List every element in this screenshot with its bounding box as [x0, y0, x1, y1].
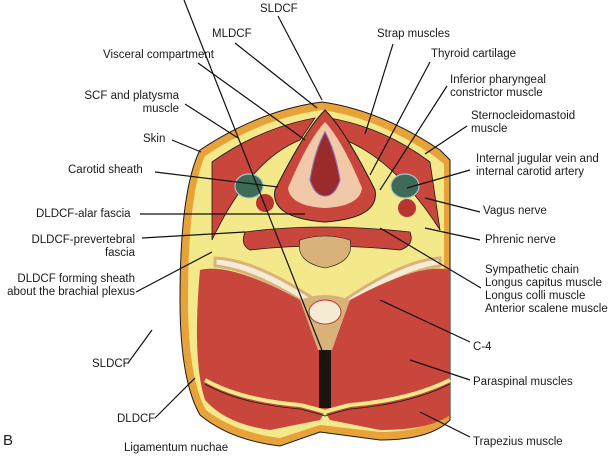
label-sldcf-top: SLDCF: [260, 3, 298, 15]
label-anterior-scalene: Anterior scalene muscle: [485, 303, 608, 315]
label-dldcf-prevertebral: DLDCF-prevertebral fascia: [20, 234, 135, 260]
leader-lines: [127, 0, 482, 438]
label-longus-colli: Longus colli muscle: [485, 290, 586, 302]
internal-jugular-vein-right: [390, 173, 420, 199]
label-scf-platysma-line2: muscle: [142, 103, 179, 115]
label-dldcf-brachial-line2: about the brachial plexus: [7, 286, 135, 298]
label-skin: Skin: [143, 133, 166, 145]
label-strap-muscles: Strap muscles: [377, 28, 450, 40]
label-inferior-pharyngeal-line1: Inferior pharyngeal: [450, 74, 546, 86]
label-sternocleidomastoid: Sternocleidomastoid muscle: [471, 110, 575, 136]
label-dldcf-alar: DLDCF-alar fascia: [36, 208, 131, 220]
label-scm-line2: muscle: [471, 123, 508, 135]
carotid-artery-right: [398, 199, 416, 217]
internal-jugular-vein-left: [234, 173, 264, 199]
label-c4: C-4: [473, 341, 492, 353]
label-ijv-line2: internal carotid artery: [476, 166, 585, 178]
label-ijv-line1: Internal jugular vein and: [476, 153, 599, 165]
vertebral-body: [298, 235, 352, 269]
label-sympathetic-chain: Sympathetic chain: [485, 264, 579, 276]
trapezius-fascia: [204, 378, 451, 415]
label-sldcf-bottom: SLDCF: [92, 358, 130, 370]
label-internal-jugular-carotid: Internal jugular vein and internal carot…: [476, 153, 599, 179]
spinal-canal: [308, 299, 342, 325]
label-vagus-nerve: Vagus nerve: [483, 205, 547, 217]
label-dldcf-prevertebral-line1: DLDCF-prevertebral: [31, 234, 135, 246]
ligamentum-nuchae: [319, 350, 331, 408]
label-dldcf-bottom: DLDCF: [117, 413, 156, 425]
label-paraspinal-muscles: Paraspinal muscles: [473, 376, 573, 388]
label-dldcf-prevertebral-line2: fascia: [104, 247, 135, 259]
label-longus-capitus: Longus capitus muscle: [485, 277, 602, 289]
label-dldcf-brachial-line1: DLDCF forming sheath: [17, 273, 135, 285]
label-prevertebral-group: Sympathetic chain Longus capitus muscle …: [485, 264, 608, 316]
label-scf-platysma-line1: SCF and platysma: [84, 90, 179, 102]
label-carotid-sheath: Carotid sheath: [68, 164, 143, 176]
label-trapezius-muscle: Trapezius muscle: [473, 436, 563, 448]
sternocleidomastoid-left: [211, 117, 316, 241]
trapezius-outline: [204, 383, 451, 417]
label-ligamentum-nuchae: Ligamentum nuchae: [124, 442, 229, 454]
carotid-artery-left: [256, 194, 274, 212]
pharynx-lumen: [309, 130, 341, 197]
label-scf-platysma: SCF and platysma muscle: [78, 90, 179, 116]
label-phrenic-nerve: Phrenic nerve: [485, 234, 556, 246]
label-inferior-pharyngeal: Inferior pharyngeal constrictor muscle: [450, 74, 546, 100]
label-dldcf-brachial-sheath: DLDCF forming sheath about the brachial …: [2, 273, 135, 299]
label-mldcf: MLDCF: [212, 28, 252, 40]
label-scm-line1: Sternocleidomastoid: [471, 110, 576, 122]
label-inferior-pharyngeal-line2: constrictor muscle: [450, 87, 543, 99]
label-visceral-compartment: Visceral compartment: [103, 49, 214, 61]
label-thyroid-cartilage: Thyroid cartilage: [431, 48, 517, 60]
transverse-processes: [213, 256, 442, 322]
panel-letter: B: [3, 432, 14, 449]
